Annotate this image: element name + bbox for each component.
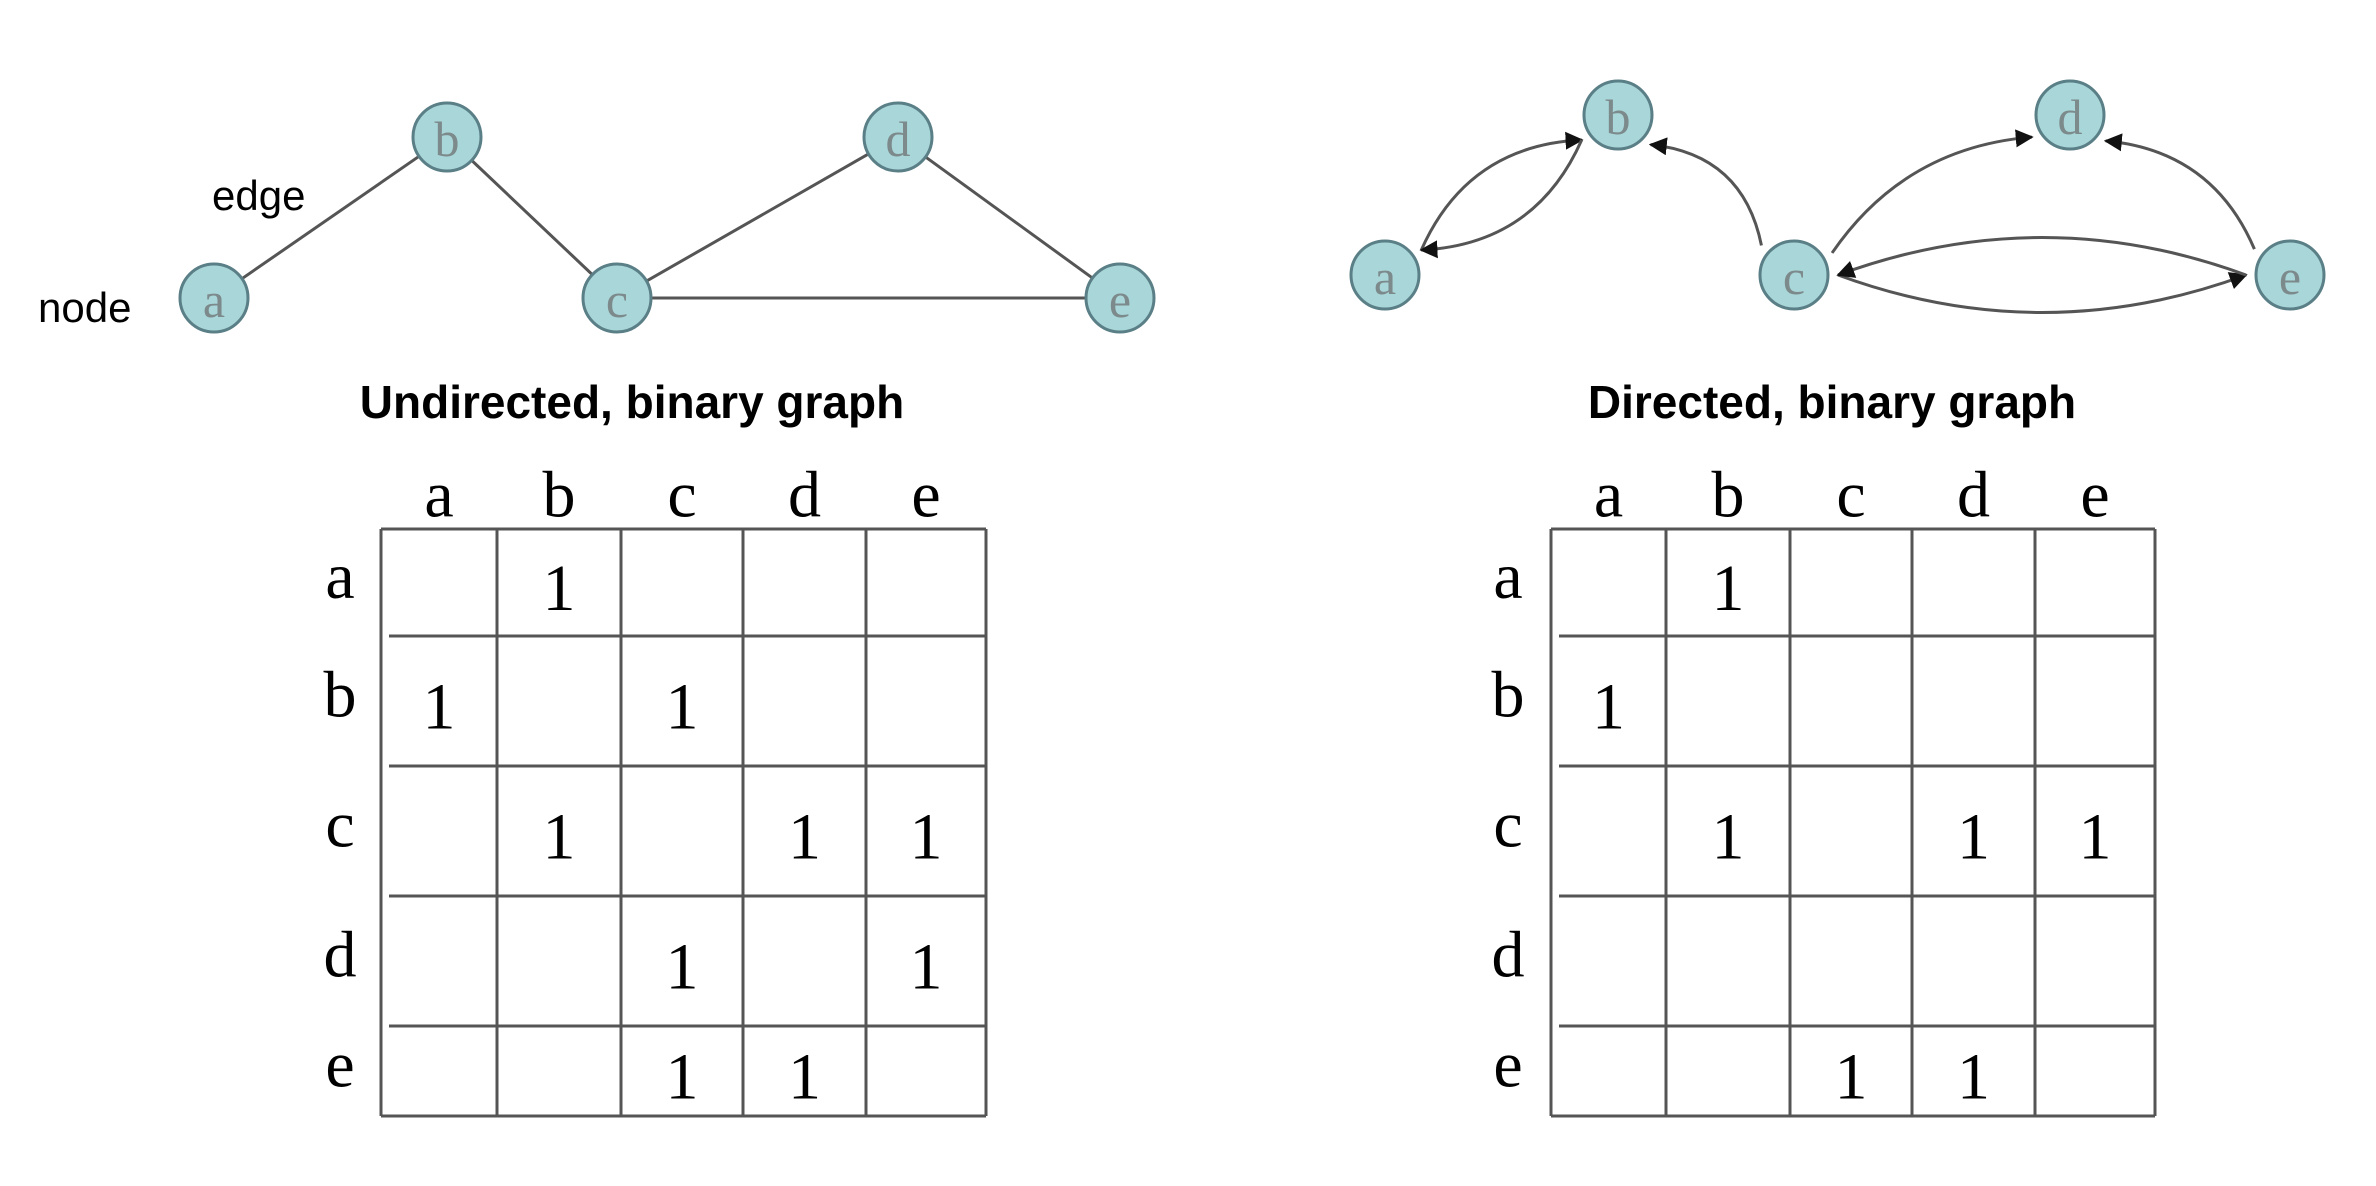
- arc-c-e: [1837, 272, 2248, 314]
- node-circle: [411, 101, 483, 173]
- directed-node-e: e: [2254, 239, 2326, 311]
- node-label: a: [203, 272, 225, 328]
- col-header: d: [788, 459, 821, 532]
- row-header: c: [325, 789, 354, 862]
- matrix-cell: 1: [1592, 671, 1625, 744]
- arc-e-d: [2103, 133, 2256, 250]
- matrix-cell: 1: [666, 671, 699, 744]
- row-header: e: [325, 1029, 354, 1102]
- row-header: a: [1493, 540, 1522, 613]
- directed-node-b: b: [1582, 79, 1654, 151]
- node-circle: [1349, 239, 1421, 311]
- arc-b-a: [1419, 139, 1584, 259]
- col-header: c: [667, 459, 696, 532]
- node-label: c: [606, 272, 628, 328]
- arc-c-d: [1830, 129, 2034, 254]
- node-label: a: [1374, 249, 1396, 305]
- edge-b-c: [470, 159, 594, 276]
- undirected-node-a: a: [178, 262, 250, 334]
- row-header: e: [1493, 1029, 1522, 1102]
- col-header: b: [1712, 459, 1745, 532]
- undirected-nodes: a b c d e: [178, 101, 1156, 334]
- edge-annotation: edge: [212, 172, 305, 219]
- matrix-cell: 1: [1835, 1041, 1868, 1114]
- node-label: e: [1109, 272, 1131, 328]
- node-circle: [1582, 79, 1654, 151]
- arc-a-b: [1419, 131, 1584, 251]
- node-label: b: [1606, 89, 1631, 145]
- edge-d-e: [924, 155, 1094, 280]
- row-header: d: [324, 919, 357, 992]
- matrix-cell: 1: [788, 801, 821, 874]
- row-header: b: [1492, 659, 1525, 732]
- matrix-cell: 1: [543, 801, 576, 874]
- edge-c-d: [645, 152, 870, 283]
- matrix-cell: 1: [1712, 552, 1745, 625]
- node-annotation: node: [38, 284, 131, 331]
- col-header: e: [2080, 459, 2109, 532]
- node-label: b: [435, 111, 460, 167]
- directed-node-c: c: [1758, 239, 1830, 311]
- matrix-cell: 1: [910, 801, 943, 874]
- undirected-node-d: d: [862, 101, 934, 173]
- col-header: a: [424, 459, 453, 532]
- edge-a-b: [241, 155, 420, 280]
- directed-node-d: d: [2034, 79, 2106, 151]
- col-header: d: [1957, 459, 1990, 532]
- row-header: a: [325, 540, 354, 613]
- node-circle: [2254, 239, 2326, 311]
- row-header: d: [1492, 919, 1525, 992]
- row-header: c: [1493, 789, 1522, 862]
- directed-caption: Directed, binary graph: [1588, 376, 2076, 428]
- matrix-cell: 1: [543, 552, 576, 625]
- matrix-cell: 1: [788, 1041, 821, 1114]
- matrix-cell: 1: [1957, 801, 1990, 874]
- matrix-cell: 1: [1957, 1041, 1990, 1114]
- matrix-cell: 1: [910, 931, 943, 1004]
- arc-c-b: [1648, 137, 1763, 246]
- node-circle: [581, 262, 653, 334]
- col-header: b: [543, 459, 576, 532]
- row-header: b: [324, 659, 357, 732]
- col-header: a: [1594, 459, 1623, 532]
- col-header: e: [911, 459, 940, 532]
- node-circle: [1758, 239, 1830, 311]
- undirected-caption: Undirected, binary graph: [360, 376, 904, 428]
- matrix-cell: 1: [2079, 801, 2112, 874]
- node-circle: [862, 101, 934, 173]
- matrix-cell: 1: [666, 931, 699, 1004]
- node-circle: [2034, 79, 2106, 151]
- undirected-node-e: e: [1084, 262, 1156, 334]
- directed-nodes: a b c d e: [1349, 79, 2326, 311]
- undirected-node-b: b: [411, 101, 483, 173]
- matrix-cell: 1: [1712, 801, 1745, 874]
- node-label: d: [886, 111, 911, 167]
- node-label: e: [2279, 249, 2301, 305]
- col-header: c: [1836, 459, 1865, 532]
- arc-e-c: [1836, 236, 2247, 278]
- node-label: d: [2058, 89, 2083, 145]
- directed-node-a: a: [1349, 239, 1421, 311]
- undirected-node-c: c: [581, 262, 653, 334]
- matrix-cell: 1: [423, 671, 456, 744]
- directed-edges: [1419, 129, 2256, 314]
- node-label: c: [1783, 249, 1805, 305]
- node-circle: [1084, 262, 1156, 334]
- node-circle: [178, 262, 250, 334]
- undirected-edges: [241, 152, 1094, 300]
- matrix-cell: 1: [666, 1041, 699, 1114]
